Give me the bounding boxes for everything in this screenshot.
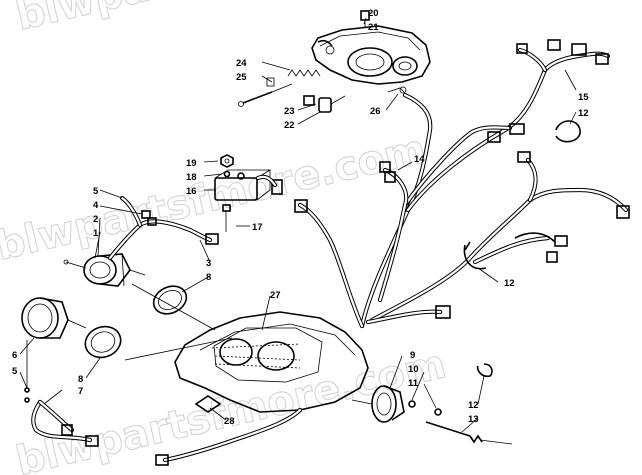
callout-3: 3 xyxy=(206,258,211,269)
callout-17: 17 xyxy=(252,222,263,233)
callout-21: 21 xyxy=(368,22,379,33)
watermark: blwpartsfmore.com blwpartsfmore.com blwp… xyxy=(0,0,451,475)
callout-1: 1 xyxy=(93,228,99,239)
watermark-text-3: blwpartsfmore.com xyxy=(12,341,450,475)
callout-14: 14 xyxy=(414,154,425,165)
callout-27: 27 xyxy=(270,290,281,301)
ignition-switch xyxy=(351,385,513,445)
assembly-leader-lines xyxy=(124,283,233,361)
callout-24: 24 xyxy=(236,58,247,69)
callout-16: 16 xyxy=(186,186,197,197)
speedometer-gauge xyxy=(63,195,219,287)
callout-12-mid: 12 xyxy=(504,278,515,289)
callout-5-bottom: 5 xyxy=(12,366,18,377)
regulator-assembly xyxy=(214,154,278,232)
pod-cable xyxy=(155,407,303,466)
callout-26: 26 xyxy=(370,106,381,117)
callout-4: 4 xyxy=(93,200,99,211)
callout-18: 18 xyxy=(186,172,197,183)
callout-20: 20 xyxy=(368,8,379,19)
callout-25: 25 xyxy=(236,72,247,83)
gasket-ring-upper xyxy=(152,285,188,315)
callout-7: 7 xyxy=(78,386,83,397)
callout-6: 6 xyxy=(12,350,17,361)
callout-11: 11 xyxy=(408,378,419,389)
instrument-pod xyxy=(174,311,369,413)
callout-28: 28 xyxy=(224,416,235,427)
callout-5-top: 5 xyxy=(93,186,99,197)
callout-22: 22 xyxy=(284,120,295,131)
adjuster-spring xyxy=(238,69,321,107)
callout-labels: 20 21 24 25 23 22 26 15 12 14 19 18 16 1… xyxy=(12,8,589,427)
callout-19: 19 xyxy=(186,158,197,169)
callout-leaders xyxy=(19,17,577,433)
callout-12-bottom: 12 xyxy=(468,400,479,411)
watermark-text-1: blwpartsfmore.com xyxy=(12,0,450,40)
gasket-ring-lower xyxy=(84,325,122,359)
callout-8-top: 8 xyxy=(206,272,211,283)
wiring-harness xyxy=(271,39,630,378)
callout-2: 2 xyxy=(93,214,98,225)
callout-13: 13 xyxy=(468,414,479,425)
callout-12-top: 12 xyxy=(578,108,589,119)
callout-10: 10 xyxy=(408,364,419,375)
callout-23: 23 xyxy=(284,106,295,117)
callout-15: 15 xyxy=(578,92,589,103)
callout-8-bottom: 8 xyxy=(78,374,83,385)
callout-9: 9 xyxy=(410,350,415,361)
tachometer-gauge xyxy=(21,297,99,447)
